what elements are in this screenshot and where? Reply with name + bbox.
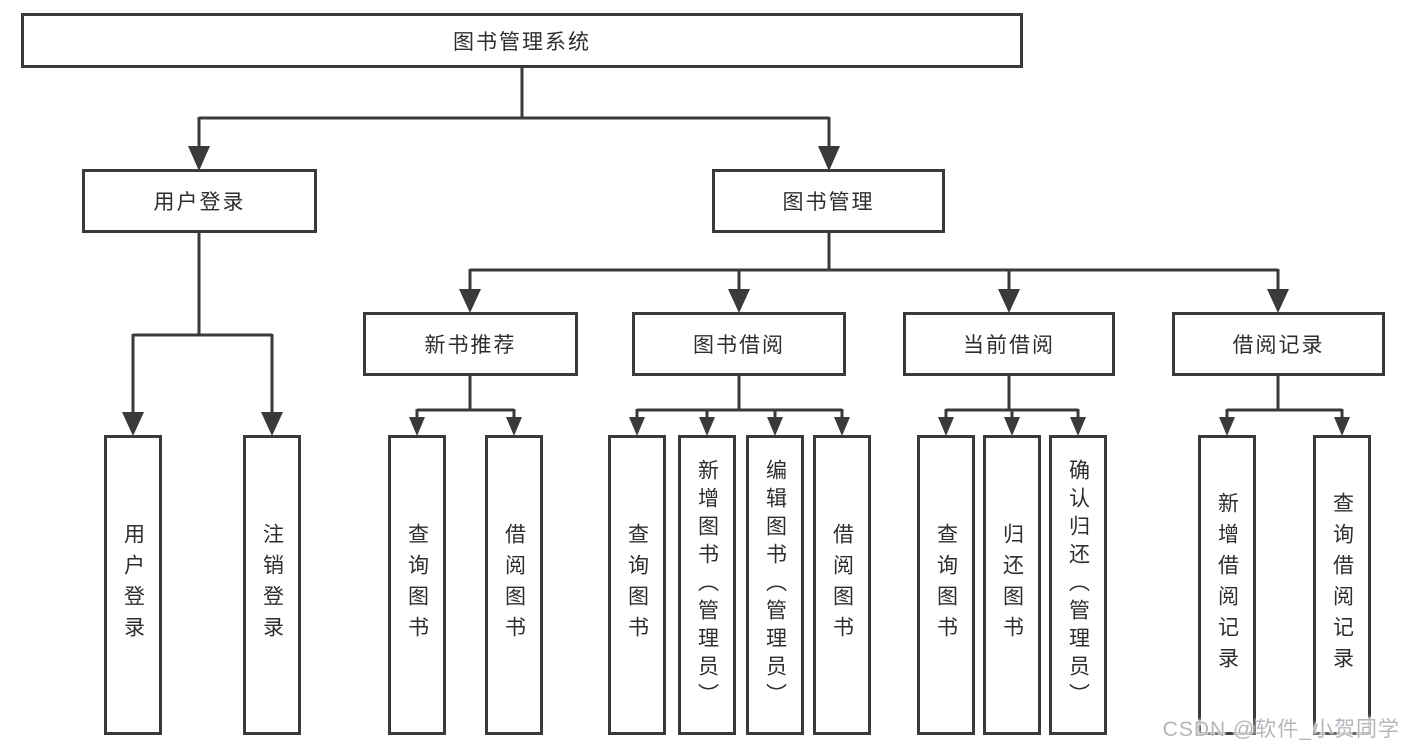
leaf-edit-books-admin-label: 编辑图书（管理员） [763, 459, 787, 711]
node-new-book-recommend-label: 新书推荐 [424, 334, 517, 357]
arrowheads-level2 [459, 289, 1289, 313]
leaf-confirm-return-admin: 确认归还（管理员） [1049, 435, 1107, 735]
node-root-label: 图书管理系统 [453, 30, 591, 54]
edge-user-login-to-leaves [131, 233, 274, 414]
leaf-query-books-current-label: 查询图书 [934, 523, 958, 647]
leaf-edit-books-admin: 编辑图书（管理员） [746, 435, 804, 735]
edge-book-mgmt-to-level2 [468, 233, 1280, 291]
arrowheads-borrow-records [1219, 417, 1350, 436]
leaf-borrow-books-recommend: 借阅图书 [485, 435, 543, 735]
edge-current-borrow-to-leaves [944, 376, 1080, 419]
edge-book-borrow-to-leaves [635, 376, 844, 419]
leaf-query-books-recommend: 查询图书 [388, 435, 446, 735]
arrowheads-current-borrow [938, 417, 1086, 436]
node-current-borrow-label: 当前借阅 [963, 334, 1055, 357]
leaf-query-borrow-record: 查询借阅记录 [1313, 435, 1371, 735]
leaf-query-borrow-record-label: 查询借阅记录 [1330, 492, 1354, 678]
arrowheads-level1 [188, 146, 840, 171]
node-book-mgmt: 图书管理 [712, 169, 945, 233]
node-root-library-system: 图书管理系统 [21, 13, 1023, 68]
leaf-return-books: 归还图书 [983, 435, 1041, 735]
leaf-query-books-borrow: 查询图书 [608, 435, 666, 735]
arrowheads-book-borrow [629, 417, 850, 436]
leaf-borrow-books: 借阅图书 [813, 435, 871, 735]
leaf-return-books-label: 归还图书 [1000, 523, 1024, 647]
leaf-add-borrow-record: 新增借阅记录 [1198, 435, 1256, 735]
leaf-query-books-current: 查询图书 [917, 435, 975, 735]
leaf-logout-label: 注销登录 [260, 523, 284, 647]
leaf-query-books-recommend-label: 查询图书 [405, 523, 429, 647]
leaf-query-books-borrow-label: 查询图书 [625, 523, 649, 647]
node-current-borrow: 当前借阅 [903, 312, 1115, 376]
node-user-login-label: 用户登录 [153, 191, 246, 214]
edge-new-book-to-leaves [415, 376, 516, 419]
leaf-add-books-admin: 新增图书（管理员） [678, 435, 736, 735]
node-borrow-records: 借阅记录 [1172, 312, 1385, 376]
leaf-confirm-return-admin-label: 确认归还（管理员） [1066, 459, 1090, 711]
node-book-borrow-label: 图书借阅 [693, 334, 785, 357]
leaf-logout: 注销登录 [243, 435, 301, 735]
arrowheads-new-book [409, 417, 522, 436]
leaf-user-login: 用户登录 [104, 435, 162, 735]
node-new-book-recommend: 新书推荐 [363, 312, 578, 376]
node-borrow-records-label: 借阅记录 [1232, 334, 1325, 357]
leaf-add-books-admin-label: 新增图书（管理员） [695, 459, 719, 711]
edge-borrow-records-to-leaves [1225, 376, 1344, 419]
csdn-watermark: CSDN @软件_小贺同学 [1162, 718, 1400, 741]
node-book-borrow: 图书借阅 [632, 312, 846, 376]
edge-root-to-level1 [197, 66, 831, 148]
node-user-login: 用户登录 [82, 169, 317, 233]
leaf-borrow-books-recommend-label: 借阅图书 [502, 523, 526, 647]
arrowheads-user-login [122, 412, 283, 436]
leaf-add-borrow-record-label: 新增借阅记录 [1215, 492, 1239, 678]
leaf-borrow-books-label: 借阅图书 [830, 523, 854, 647]
node-book-mgmt-label: 图书管理 [782, 191, 875, 214]
leaf-user-login-label: 用户登录 [121, 523, 145, 647]
